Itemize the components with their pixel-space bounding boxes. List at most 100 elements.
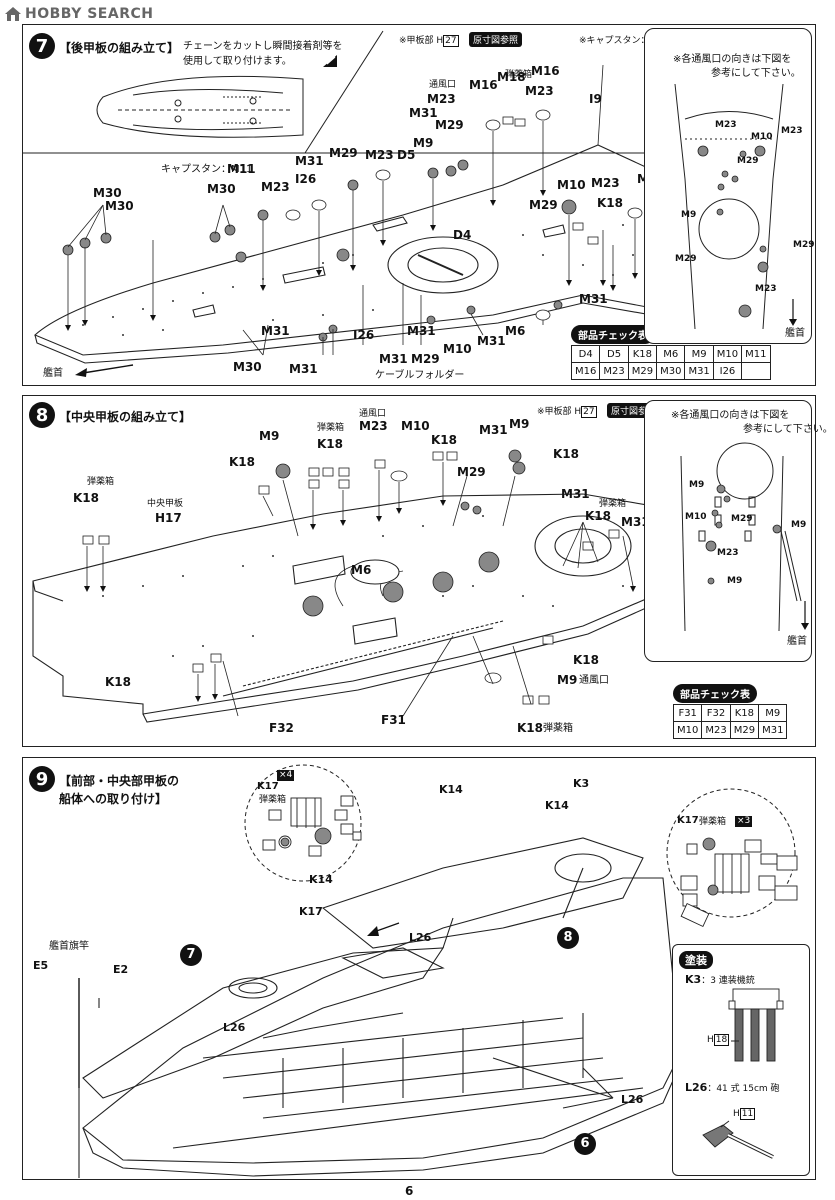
part-label: M29 xyxy=(329,146,358,160)
inset-part-label: M10 xyxy=(685,512,707,522)
step8-check-table: F31 F32 K18 M9 M10 M23 M29 M31 xyxy=(672,704,788,739)
step8-deck-drawing xyxy=(32,449,656,723)
watermark-text: HOBBY SEARCH xyxy=(25,6,154,22)
part-label: M16 xyxy=(531,64,560,78)
inset-part-label: M23 xyxy=(717,548,739,558)
inset8-note-line2: 参考にして下さい。 xyxy=(743,424,833,435)
step8-center-deck-label: 中央甲板 xyxy=(147,499,184,509)
part-label: M9 xyxy=(509,417,530,431)
check-cell: D4 xyxy=(570,345,601,363)
part-label: M30 xyxy=(105,199,134,213)
part-label: L26 xyxy=(409,931,432,944)
part-label: M31 xyxy=(407,324,436,338)
step9-flagpole-label: 艦首旗竿 xyxy=(49,941,89,952)
step7-vent-label: 通風口 xyxy=(429,80,457,90)
part-label: K18 xyxy=(553,447,579,461)
step9-ammo-label-left: 弾薬箱 xyxy=(259,795,287,805)
part-label: M10 xyxy=(443,342,472,356)
inset7-note-line2: 参考にして下さい。 xyxy=(711,68,801,79)
step9-multiplier-x3: ×3 xyxy=(735,816,753,827)
check-cell: K18 xyxy=(729,704,760,722)
part-label: M31 xyxy=(261,324,290,338)
part-label: M31 xyxy=(379,352,408,366)
part-label: M6 xyxy=(351,563,372,577)
step8-title: 【中央甲板の組み立て】 xyxy=(59,410,192,424)
part-label: M29 xyxy=(435,118,464,132)
part-label: M16 xyxy=(469,78,498,92)
step9-multiplier-x4: ×4 xyxy=(277,770,295,781)
step7-ref-badge: 原寸図参照 xyxy=(469,32,523,47)
inset-part-label: M9 xyxy=(791,520,807,530)
inset7-bow-label: 艦首 xyxy=(785,328,805,339)
part-label: M9 xyxy=(259,429,280,443)
inset-part-label: M29 xyxy=(731,514,753,524)
part-label: K18 xyxy=(317,437,343,451)
inset-part-label: M10 xyxy=(751,132,773,142)
step9-title-line2: 船体への取り付け】 xyxy=(59,792,168,806)
part-label: M6 xyxy=(505,324,526,338)
part-label: E5 xyxy=(33,959,49,972)
paint-h11: 11 xyxy=(739,1108,756,1120)
part-label: M23 xyxy=(427,92,456,106)
part-label: M31 xyxy=(561,487,590,501)
part-label: M31 xyxy=(621,515,650,529)
part-label: K18 xyxy=(73,491,99,505)
part-label: K18 xyxy=(585,509,611,523)
part-label: M23 xyxy=(591,176,620,190)
part-label: M29 xyxy=(457,465,486,479)
paint-k3: K3 xyxy=(685,973,702,986)
part-label: F31 xyxy=(381,713,406,727)
deck-ref-prefix: ※甲板部 H xyxy=(399,36,444,46)
part-label: K18 xyxy=(229,455,255,469)
check-cell: F32 xyxy=(701,704,731,722)
check-cell: M10 xyxy=(712,345,743,363)
step8-ammo-label: 弾薬箱 xyxy=(317,423,345,433)
part-label: K3 xyxy=(573,777,590,790)
step7-check-title: 部品チェック表 xyxy=(571,325,655,344)
step7-ammo-label: 弾薬箱 xyxy=(505,70,533,80)
paint-l26: L26 xyxy=(685,1081,708,1094)
check-cell: M6 xyxy=(656,345,686,363)
part-label: M31 xyxy=(409,106,438,120)
step7-title: 【後甲板の組み立て】 xyxy=(59,41,180,55)
k3-machinegun-drawing xyxy=(702,988,784,1159)
step9-ref-6: 6 xyxy=(580,1136,590,1151)
part-label: K14 xyxy=(545,799,569,812)
inset-part-label: M29 xyxy=(675,254,697,264)
part-label: K18 xyxy=(597,196,623,210)
paint-h-prefix: H xyxy=(733,1109,740,1119)
step8-ammo-label-right: 弾薬箱 xyxy=(599,499,627,509)
step9-number: 9 xyxy=(29,766,55,792)
part-label: H17 xyxy=(155,511,182,525)
part-label: M23 xyxy=(261,180,290,194)
step9-hull-drawing xyxy=(78,764,798,1178)
step7-capstan-label: キャプスタン：M11 xyxy=(161,164,253,175)
paint-l26-row: L26：41 式 15cm 砲 xyxy=(685,1081,780,1094)
step7-vent-orientation-inset: ※各通風口の向きは下図を 参考にして下さい。 M23 M10 M23 M29 M… xyxy=(644,28,814,344)
step8-number: 8 xyxy=(29,402,55,428)
step8-ammo-label-left: 弾薬箱 xyxy=(87,477,115,487)
check-row: F31 F32 K18 M9 xyxy=(672,704,788,722)
part-label: M23 xyxy=(359,419,388,433)
paint-k3-desc: ：3 連装機銃 xyxy=(701,976,755,986)
inset-part-label: M29 xyxy=(737,156,759,166)
inset-part-label: M9 xyxy=(689,480,705,490)
part-label: F32 xyxy=(269,721,294,735)
part-label: M9 xyxy=(413,136,434,150)
paint-h-prefix: H xyxy=(707,1035,714,1045)
part-label: K17 xyxy=(677,815,699,826)
paint-l26-desc: ：41 式 15cm 砲 xyxy=(707,1084,780,1094)
step7-check-table: D4 D5 K18 M6 M9 M10 M11 M16 M23 M29 M30 … xyxy=(570,345,771,380)
inset-part-label: M23 xyxy=(781,126,803,136)
part-label: M29 xyxy=(529,198,558,212)
check-row: M16 M23 M29 M30 M31 I26 xyxy=(570,362,771,380)
part-label: M23 xyxy=(525,84,554,98)
inset-part-label: M9 xyxy=(727,576,743,586)
check-cell: M9 xyxy=(758,704,788,722)
inset8-note-line1: ※各通風口の向きは下図を xyxy=(671,410,790,421)
part-label: M29 xyxy=(411,352,440,366)
